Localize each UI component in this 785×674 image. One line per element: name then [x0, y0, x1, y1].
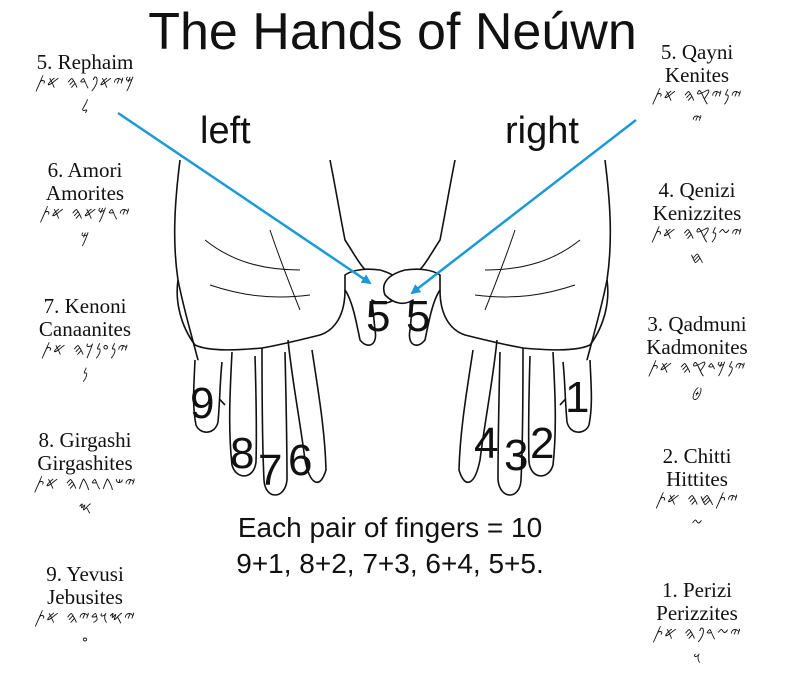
nation-hebrew: 𐤉𐤕𐤇𐤄 𐤀𐤕 [612, 492, 782, 516]
nation-english: Kenizzites [612, 203, 782, 226]
nation-chitti: 2. Chitti Hittites 𐤉𐤕𐤇𐤄 𐤀𐤕 𐤆 [612, 446, 782, 536]
nation-letter: 𐤇 [612, 250, 782, 270]
nation-qenizi: 4. Qenizi Kenizzites 𐤉𐤆𐤍𐤒𐤄 𐤀𐤕 𐤇 [612, 180, 782, 270]
nation-english: Kenites [612, 65, 782, 88]
nation-title: 2. Chitti [612, 446, 782, 469]
nation-letter: 𐤅 [612, 650, 782, 670]
nation-letter: 𐤉 [612, 112, 782, 132]
caption-line-2: 9+1, 8+2, 7+3, 6+4, 5+5. [210, 548, 570, 580]
nation-english: Canaanites [0, 319, 170, 342]
nation-title: 5. Qayni [612, 42, 782, 65]
nation-hebrew: 𐤉𐤎𐤅𐤁𐤉𐤄 𐤀𐤕 [0, 610, 170, 634]
nation-title: 3. Qadmuni [612, 314, 782, 337]
nation-english: Kadmonites [612, 337, 782, 360]
nation-hebrew: 𐤉𐤍𐤉𐤒𐤄 𐤀𐤕 [612, 88, 782, 112]
nation-english: Jebusites [0, 587, 170, 610]
right-finger-number-3: 3 [504, 431, 528, 480]
caption-line-1: Each pair of fingers = 10 [210, 512, 570, 544]
nation-english: Girgashites [0, 453, 170, 476]
left-finger-number-9: 9 [190, 379, 214, 428]
nation-hebrew: 𐤉𐤍𐤏𐤍𐤊𐤄 𐤀𐤕 [0, 342, 170, 366]
nation-english: Hittites [612, 469, 782, 492]
nation-letter: 𐤎 [0, 500, 170, 520]
left-finger-number-5: 5 [366, 292, 390, 341]
nation-letter: 𐤌 [0, 230, 170, 250]
nation-hebrew: 𐤉𐤆𐤍𐤒𐤄 𐤀𐤕 [612, 226, 782, 250]
right-hand-label: right [505, 110, 579, 153]
nation-amori: 6. Amori Amorites 𐤉𐤓𐤌𐤀𐤄 𐤀𐤕 𐤌 [0, 160, 170, 250]
nation-hebrew: 𐤌𐤉𐤀𐤐𐤓𐤄 𐤀𐤕 [0, 75, 170, 99]
nation-title: 5. Rephaim [0, 52, 170, 75]
left-finger-number-6: 6 [288, 436, 312, 485]
nation-title: 6. Amori [0, 160, 170, 183]
left-finger-number-8: 8 [230, 429, 254, 478]
right-finger-number-5: 5 [406, 292, 430, 341]
nation-letter: 𐤈 [612, 384, 782, 404]
right-finger-number-1: 1 [565, 373, 589, 422]
nation-hebrew: 𐤉𐤓𐤌𐤀𐤄 𐤀𐤕 [0, 206, 170, 230]
nation-letter: 𐤏 [0, 634, 170, 654]
right-finger-number-4: 4 [474, 419, 498, 468]
nation-kenoni: 7. Kenoni Canaanites 𐤉𐤍𐤏𐤍𐤊𐤄 𐤀𐤕 𐤍 [0, 296, 170, 386]
nation-perizi: 1. Perizi Perizzites 𐤉𐤆𐤓𐤐𐤄 𐤀𐤕 𐤅 [612, 580, 782, 670]
nation-qayni: 5. Qayni Kenites 𐤉𐤍𐤉𐤒𐤄 𐤀𐤕 𐤉 [612, 42, 782, 132]
nation-letter: 𐤋 [0, 99, 170, 119]
nation-qadmuni: 3. Qadmuni Kadmonites 𐤉𐤍𐤌𐤃𐤒𐤄 𐤀𐤕 𐤈 [612, 314, 782, 404]
nation-hebrew: 𐤉𐤆𐤓𐤐𐤄 𐤀𐤕 [612, 626, 782, 650]
nation-yevusi: 9. Yevusi Jebusites 𐤉𐤎𐤅𐤁𐤉𐤄 𐤀𐤕 𐤏 [0, 564, 170, 654]
nation-girgashi: 8. Girgashi Girgashites 𐤉𐤔𐤂𐤓𐤂𐤄 𐤀𐤕 𐤎 [0, 430, 170, 520]
nation-title: 9. Yevusi [0, 564, 170, 587]
nation-english: Amorites [0, 183, 170, 206]
nation-hebrew: 𐤉𐤍𐤌𐤃𐤒𐤄 𐤀𐤕 [612, 360, 782, 384]
right-finger-number-2: 2 [530, 419, 554, 468]
left-hand-label: left [200, 110, 251, 153]
nation-title: 7. Kenoni [0, 296, 170, 319]
nation-english: Perizzites [612, 603, 782, 626]
nation-letter: 𐤍 [0, 366, 170, 386]
nation-title: 1. Perizi [612, 580, 782, 603]
left-finger-number-7: 7 [258, 446, 282, 495]
nation-letter: 𐤆 [612, 516, 782, 536]
nation-hebrew: 𐤉𐤔𐤂𐤓𐤂𐤄 𐤀𐤕 [0, 476, 170, 500]
nation-title: 8. Girgashi [0, 430, 170, 453]
nation-title: 4. Qenizi [612, 180, 782, 203]
nation-rephaim: 5. Rephaim 𐤌𐤉𐤀𐤐𐤓𐤄 𐤀𐤕 𐤋 [0, 52, 170, 119]
